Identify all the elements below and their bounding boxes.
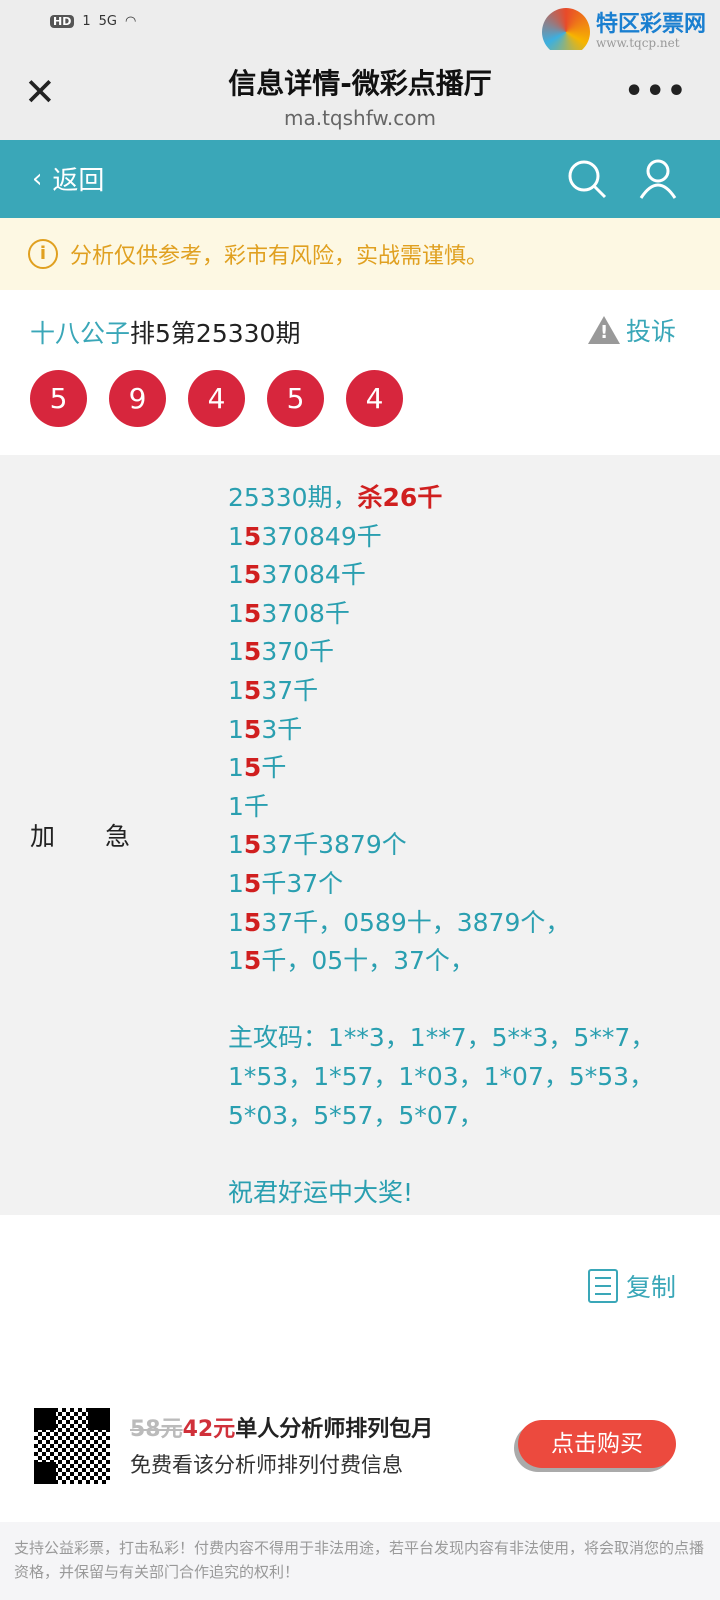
title-bar: ✕ 信息详情-微彩点播厅 ma.tqshfw.com ••• (0, 50, 720, 140)
line-text: 1 (228, 753, 244, 783)
content-line: 1*53，1*57，1*03，1*07，5*53， (228, 1058, 698, 1097)
highlight-text: 5 (243, 560, 262, 590)
hd-icon: HD (50, 15, 75, 28)
subscription-ad: 58元42元单人分析师排列包月 免费看该分析师排列付费信息 点击购买 (0, 1405, 720, 1485)
wifi-icon: ◠ (124, 14, 137, 29)
content-line: 1537千 (228, 672, 698, 711)
highlight-text: 5 (243, 946, 262, 976)
line-text: 1 (228, 598, 244, 628)
page-url: ma.tqshfw.com (283, 106, 436, 130)
search-icon[interactable] (566, 158, 608, 200)
user-icon[interactable] (638, 158, 678, 200)
content-label: 加急 (30, 822, 181, 851)
line-text: 370849千 (261, 521, 382, 551)
ball: 5 (30, 370, 87, 427)
back-button[interactable]: ‹返回 (32, 163, 105, 197)
line-text: 1 (228, 521, 244, 551)
content-line: 153708千 (228, 595, 698, 634)
risk-notice: i 分析仅供参考，彩市有风险，实战需谨慎。 (0, 218, 720, 290)
ball: 9 (109, 370, 166, 427)
footer-disclaimer: 支持公益彩票，打击私彩！付费内容不得用于非法用途，若平台发现内容有非法使用，将会… (0, 1522, 720, 1600)
ad-title: 58元42元单人分析师排列包月 (130, 1417, 434, 1442)
content-line: 15370849千 (228, 518, 698, 557)
ad-subtitle: 免费看该分析师排列付费信息 (130, 1453, 403, 1477)
complain-button[interactable]: !投诉 (587, 312, 676, 348)
line-text: 1 (228, 946, 244, 976)
content-line (228, 1135, 698, 1174)
line-text: 1千 (228, 791, 269, 821)
issue-title: 十八公子排5第25330期 (30, 319, 301, 348)
content-line: 1537084千 (228, 556, 698, 595)
highlight-text: 5 (243, 907, 262, 937)
line-text: 祝君好运中大奖! (228, 1177, 414, 1207)
highlight-text: 5 (243, 598, 262, 628)
ball: 5 (267, 370, 324, 427)
content-line: 1537千，0589十，3879个， (228, 904, 698, 943)
close-icon[interactable]: ✕ (24, 70, 56, 114)
page-title: 信息详情-微彩点播厅 (228, 67, 492, 100)
content-line: 祝君好运中大奖! (228, 1174, 698, 1213)
highlight-text: 5 (243, 521, 262, 551)
highlight-text: 杀26千 (357, 483, 443, 512)
line-text: 37千 (261, 675, 319, 705)
line-text: 3708千 (261, 598, 350, 628)
highlight-text: 5 (243, 868, 262, 898)
line-text: 25330期， (228, 483, 358, 512)
line-text: 1 (228, 560, 244, 590)
line-text: 千 (261, 753, 287, 783)
highlight-text: 5 (243, 637, 262, 667)
content-line: 1千 (228, 788, 698, 827)
content-line: 1537千3879个 (228, 826, 698, 865)
copy-button[interactable]: 复制 (587, 1268, 676, 1304)
line-text: 370千 (261, 637, 335, 667)
draw-balls: 5 9 4 5 4 (30, 370, 403, 427)
highlight-text: 5 (243, 714, 262, 744)
line-text: 5*03，5*57，5*07， (228, 1100, 484, 1130)
chevron-left-icon: ‹ (32, 163, 43, 194)
line-text: 千，05十，37个， (261, 946, 475, 976)
line-text: 主攻码：1**3，1**7，5**3，5**7， (228, 1023, 656, 1053)
signal-icon: 5G (98, 14, 117, 29)
sim-label: 1 (82, 14, 91, 29)
info-icon: i (28, 239, 58, 269)
content-line: 153千 (228, 711, 698, 750)
content-line: 5*03，5*57，5*07， (228, 1097, 698, 1136)
line-text: 1 (228, 907, 244, 937)
line-text: 1*53，1*57，1*03，1*07，5*53， (228, 1061, 655, 1091)
line-text: 1 (228, 637, 244, 667)
line-text: 1 (228, 830, 244, 860)
content-line: 25330期，杀26千 (228, 479, 698, 518)
ball: 4 (188, 370, 245, 427)
content-line: 15千 (228, 749, 698, 788)
highlight-text: 5 (243, 830, 262, 860)
nav-bar: ‹返回 (0, 140, 720, 218)
more-icon[interactable]: ••• (624, 74, 688, 109)
line-text: 千37个 (261, 868, 344, 898)
qr-code-icon (34, 1408, 110, 1484)
line-text: 37千，0589十，3879个， (261, 907, 571, 937)
highlight-text: 5 (243, 675, 262, 705)
buy-button[interactable]: 点击购买 (518, 1420, 676, 1468)
highlight-text: 5 (243, 753, 262, 783)
content-line: 15千，05十，37个， (228, 942, 698, 981)
document-icon (587, 1269, 618, 1303)
warning-icon: ! (587, 316, 620, 344)
analyst-link[interactable]: 十八公子 (30, 319, 131, 348)
content-line: 15千37个 (228, 865, 698, 904)
content-line (228, 981, 698, 1020)
line-text: 37千3879个 (261, 830, 407, 860)
line-text: 1 (228, 868, 244, 898)
line-text: 1 (228, 714, 244, 744)
line-text: 1 (228, 675, 244, 705)
line-text: 3千 (261, 714, 303, 744)
content-line: 15370千 (228, 633, 698, 672)
ball: 4 (346, 370, 403, 427)
line-text: 37084千 (261, 560, 366, 590)
issue-header: 十八公子排5第25330期 !投诉 5 9 4 5 4 (0, 290, 720, 455)
content-line: 主攻码：1**3，1**7，5**3，5**7， (228, 1019, 698, 1058)
